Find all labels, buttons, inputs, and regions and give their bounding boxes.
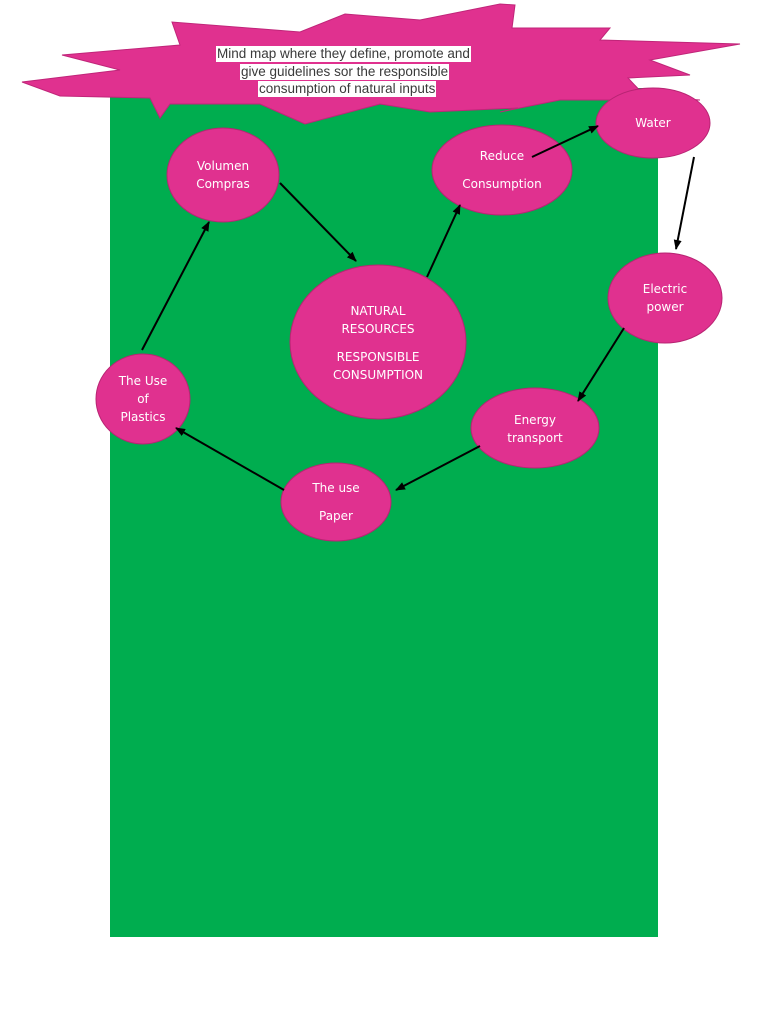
central-line-2: RESOURCES [341,322,415,336]
energy-line-2: transport [507,431,563,445]
title-line-3: consumption of natural inputs [258,81,437,97]
node-use-of-plastics [95,353,191,445]
label-use-of-plastics: The Use of Plastics [119,372,168,426]
volumen-line-2: Compras [196,177,250,191]
label-water: Water [635,114,670,132]
arrow-central-to-reduce [426,204,461,278]
label-reduce-consumption: Reduce Consumption [462,147,541,193]
node-volumen-compras [166,127,280,223]
node-natural-resources [289,264,467,420]
plastics-line-1: The Use [118,374,168,388]
title-line-2: give guidelines sor the responsible [240,64,450,80]
energy-line-1: Energy [513,413,557,427]
plastics-line-2: of [137,392,149,406]
paper-line-2: Paper [319,509,353,523]
electric-line-2: power [646,300,684,314]
title-line-1: Mind map where they define, promote and [216,46,471,62]
water-line-1: Water [635,116,671,130]
plastics-line-3: Plastics [120,410,166,424]
arrow-energy-to-paper [395,445,481,491]
label-energy-transport: Energy transport [507,411,562,447]
label-volumen-compras: Volumen Compras [196,157,250,193]
arrow-volumen-to-central [279,182,357,262]
paper-line-1: The use [312,481,360,495]
volumen-line-1: Volumen [196,159,250,173]
node-energy-transport [470,387,600,469]
node-reduce-consumption [431,124,573,216]
central-line-4: CONSUMPTION [332,368,424,382]
arrow-reduce-to-water [531,125,599,158]
label-electric-power: Electric power [643,280,687,316]
arrow-water-to-electric [673,156,695,250]
central-line-3: RESPONSIBLE [336,350,420,364]
node-use-of-paper [280,462,392,542]
reduce-line-1: Reduce [479,149,525,163]
node-electric-power [607,252,723,344]
reduce-line-2: Consumption [462,177,542,191]
arrow-plastics-to-volumen [141,221,210,351]
central-line-1: NATURAL [350,304,406,318]
node-water [595,87,711,159]
arrow-electric-to-energy [577,327,625,402]
label-natural-resources: NATURAL RESOURCES RESPONSIBLE CONSUMPTIO… [333,302,423,384]
arrow-paper-to-plastics [175,427,285,491]
electric-line-1: Electric [642,282,688,296]
label-use-of-paper: The use Paper [312,479,359,525]
